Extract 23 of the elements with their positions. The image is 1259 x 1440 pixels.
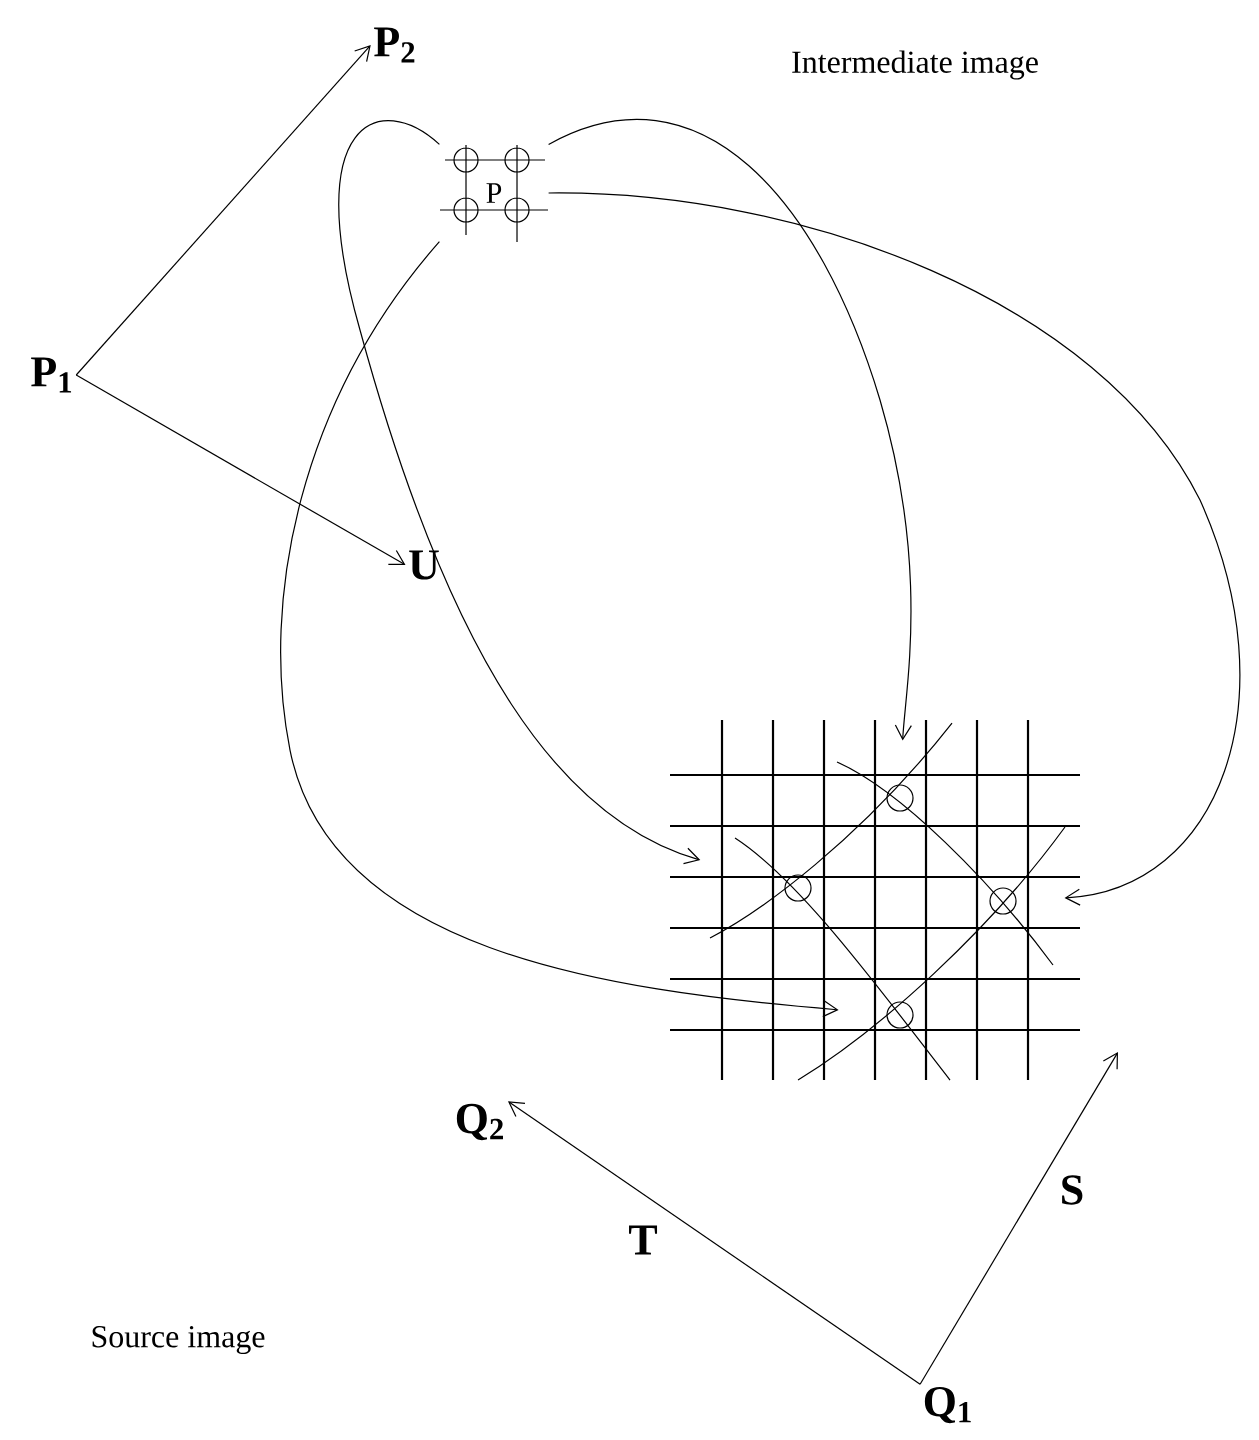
point-label: Q$_{1}$ (924, 1386, 971, 1424)
curved-arrow (548, 119, 912, 741)
curved-arrow (280, 241, 839, 1018)
vector-label: U (409, 550, 439, 580)
vector-label: S (1062, 1175, 1083, 1205)
point-label: P$_{2}$ (374, 27, 415, 63)
arrow (919, 1052, 1118, 1385)
arrow (75, 374, 406, 565)
point-label: P$_{1}$ (31, 357, 72, 393)
grid-drawing (668, 718, 1082, 1082)
vector-label: T (629, 1225, 658, 1255)
curved-arrow (338, 120, 701, 865)
image-caption: Source image (92, 1326, 265, 1355)
point-label: Q$_{2}$ (456, 1103, 503, 1141)
circle-marker (886, 1001, 914, 1029)
circle-marker (989, 887, 1017, 915)
circle-marker (886, 784, 914, 812)
image-caption: Intermediate image (792, 50, 1038, 80)
pixel-grid-drawing: P (439, 144, 549, 243)
arrow (75, 45, 371, 376)
circle-marker (784, 874, 812, 902)
arrow (507, 1101, 921, 1385)
curved-arrow (548, 192, 1241, 906)
